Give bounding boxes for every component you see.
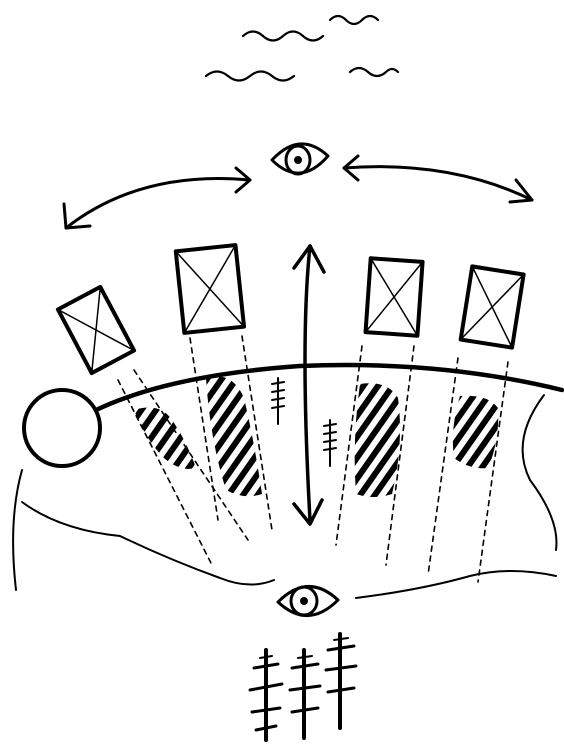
tree-large-3	[326, 634, 356, 728]
arrowhead-left-end	[64, 204, 90, 228]
framed-pictures	[58, 245, 524, 373]
hatched-patches	[134, 376, 498, 497]
cloud-wave-1	[330, 16, 378, 24]
eye-icon	[272, 144, 328, 174]
hatch-patch-3	[355, 383, 400, 497]
hatch-patch-1	[134, 408, 196, 469]
tree-large-2	[290, 650, 320, 738]
frame-1	[58, 287, 134, 373]
vertical-arrow-shaft	[305, 246, 310, 520]
river-bank-right	[356, 571, 556, 598]
large-trees	[250, 634, 356, 740]
ground-edge-left	[13, 470, 22, 590]
curved-double-arrow-left	[66, 179, 250, 228]
eye-bottom-pupil	[302, 599, 307, 604]
curved-double-arrow-right	[344, 167, 532, 200]
bush-circle	[24, 390, 100, 466]
dashed-line	[118, 380, 212, 565]
frame-4	[461, 266, 524, 347]
frame-2	[176, 245, 244, 333]
tree-small-1	[272, 378, 284, 424]
frame-3	[366, 258, 423, 335]
curved-arrows-top	[64, 156, 532, 228]
eye-icon	[278, 586, 338, 615]
cloud-wave-2	[243, 32, 323, 41]
hatch-patch-2	[206, 376, 262, 496]
dashed-line	[428, 358, 458, 575]
dashed-line	[478, 362, 508, 582]
hatch-patch-4	[453, 396, 498, 469]
river-bank	[22, 502, 274, 585]
tree-small-2	[324, 420, 336, 466]
ground-edge-right	[523, 395, 557, 550]
tree-large-1	[250, 650, 282, 740]
eye-top-pupil	[296, 158, 301, 163]
cloud-lines	[206, 16, 398, 81]
cloud-wave-3	[206, 72, 294, 81]
vertical-double-arrow	[294, 246, 324, 524]
cloud-wave-4	[350, 68, 398, 76]
